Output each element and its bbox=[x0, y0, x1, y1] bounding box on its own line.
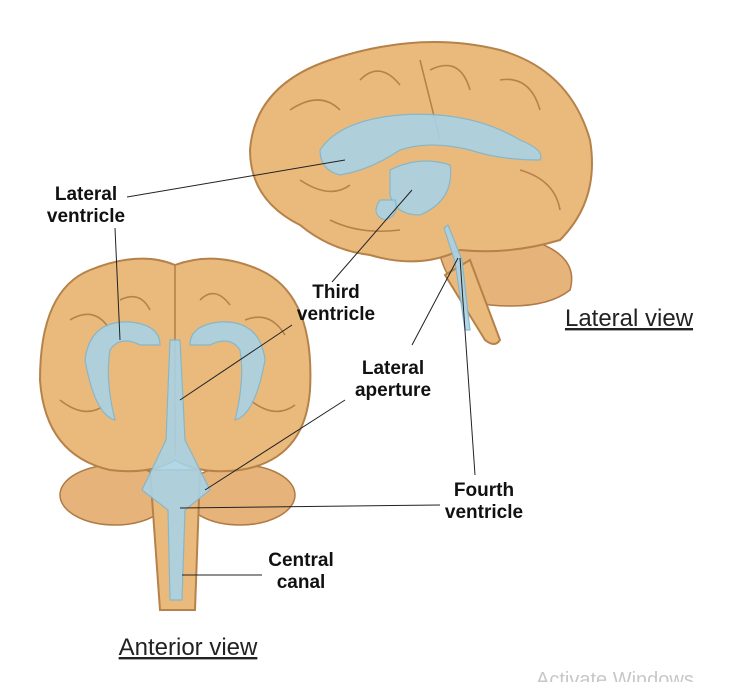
lateral-cerebrum bbox=[248, 41, 593, 263]
label-fourth-ventricle-2: ventricle bbox=[445, 502, 523, 523]
label-lateral-ventricle-2: ventricle bbox=[47, 206, 125, 227]
anterior-view-brain bbox=[38, 257, 312, 611]
label-fourth-ventricle-1: Fourth bbox=[454, 480, 514, 501]
label-central-canal-1: Central bbox=[268, 550, 333, 571]
anterior-lateral-ventricle-right bbox=[189, 321, 266, 421]
label-lateral-aperture-2: aperture bbox=[355, 380, 431, 401]
leader-lateral-ventricle-lateral bbox=[126, 159, 346, 198]
leader-lateral-ventricle-anterior bbox=[114, 227, 121, 341]
activate-windows-watermark: Activate Windows bbox=[536, 669, 694, 682]
label-central-canal-2: canal bbox=[277, 572, 326, 593]
lateral-view-lateral-ventricle bbox=[319, 113, 542, 176]
leader-fourth-ventricle-anterior bbox=[179, 504, 441, 509]
anterior-view-caption: Anterior view bbox=[119, 634, 258, 661]
lateral-view-caption: Lateral view bbox=[565, 305, 694, 332]
label-lateral-ventricle-1: Lateral bbox=[55, 184, 117, 205]
leader-lateral-aperture-lateral bbox=[411, 257, 459, 346]
leader-third-ventricle-anterior bbox=[179, 324, 293, 401]
anterior-lateral-ventricle-left bbox=[84, 321, 161, 421]
leader-lines bbox=[114, 159, 476, 576]
leader-third-ventricle-lateral bbox=[331, 189, 413, 283]
leader-fourth-ventricle-lateral bbox=[459, 257, 476, 476]
label-lateral-aperture-1: Lateral bbox=[362, 358, 424, 379]
leader-lateral-aperture-anterior bbox=[204, 399, 346, 491]
lateral-view-brain bbox=[248, 41, 593, 345]
label-third-ventricle-1: Third bbox=[312, 282, 360, 303]
lateral-view-third-ventricle bbox=[389, 160, 452, 216]
label-third-ventricle-2: ventricle bbox=[297, 304, 375, 325]
anterior-third-fourth-ventricle-canal bbox=[141, 339, 211, 601]
